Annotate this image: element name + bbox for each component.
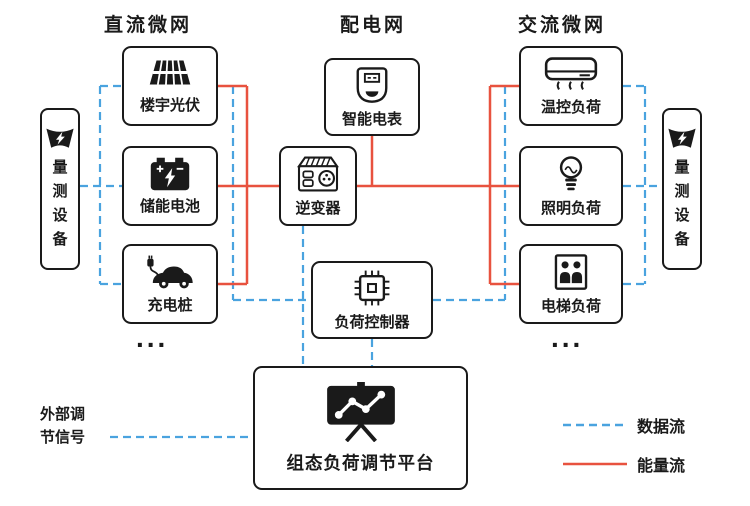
inverter-device-icon xyxy=(293,155,343,193)
legend-data-flow: 数据流 xyxy=(563,413,685,437)
air-conditioner-icon xyxy=(543,56,599,92)
node-inverter: 逆变器 xyxy=(279,146,357,226)
node-elevator-load: 电梯负荷 xyxy=(519,244,623,324)
energy-flow-lines xyxy=(218,84,519,286)
platform-label: 组态负荷调节平台 xyxy=(286,452,435,473)
battery-icon xyxy=(147,157,193,191)
building-pv-label: 楼宇光伏 xyxy=(139,96,200,114)
hvac-load-label: 温控负荷 xyxy=(540,98,601,116)
node-hvac-load: 温控负荷 xyxy=(519,46,623,126)
external-signal-line1: 外部调 xyxy=(40,406,86,423)
data-flow-line-sample xyxy=(563,423,627,427)
elevator-load-label: 电梯负荷 xyxy=(540,297,601,315)
energy-flow-line-sample xyxy=(563,462,627,466)
external-signal-line2: 节信号 xyxy=(40,428,86,446)
ev-car-plug-icon xyxy=(143,254,197,290)
node-ev-charger: 充电桩 xyxy=(122,244,218,324)
node-measurement-right: 量测设备 xyxy=(662,108,702,270)
inverter-label: 逆变器 xyxy=(295,199,341,217)
node-platform: 组态负荷调节平台 xyxy=(253,366,468,490)
data-flow-lines xyxy=(80,84,662,439)
measurement-right-label: 量测设备 xyxy=(674,159,690,248)
node-smart-meter: 智能电表 xyxy=(324,58,420,136)
elevator-people-icon xyxy=(553,253,589,291)
electric-meter-icon xyxy=(353,66,391,104)
ellipsis-left: ... xyxy=(136,322,169,353)
lighting-load-label: 照明负荷 xyxy=(540,199,601,217)
load-controller-label: 负荷控制器 xyxy=(334,313,410,331)
ellipsis-right: ... xyxy=(551,322,584,353)
node-load-controller: 负荷控制器 xyxy=(311,261,433,339)
power-gauge-icon xyxy=(44,126,76,152)
storage-battery-label: 储能电池 xyxy=(139,197,200,215)
energy-flow-label: 能量流 xyxy=(637,458,686,475)
node-lighting-load: 照明负荷 xyxy=(519,146,623,226)
section-title-ac-microgrid: 交流微网 xyxy=(518,15,607,36)
legend-energy-flow: 能量流 xyxy=(563,452,685,476)
node-measurement-left: 量测设备 xyxy=(40,108,80,270)
section-title-distribution-grid: 配电网 xyxy=(340,15,407,36)
light-bulb-icon xyxy=(554,155,588,193)
section-title-dc-microgrid: 直流微网 xyxy=(104,15,193,36)
cpu-chip-icon xyxy=(353,269,391,307)
node-storage-battery: 储能电池 xyxy=(122,146,218,226)
node-building-pv: 楼宇光伏 xyxy=(122,46,218,126)
power-gauge-icon xyxy=(666,126,698,152)
measurement-left-label: 量测设备 xyxy=(52,159,68,248)
solar-panel-icon xyxy=(146,58,194,90)
data-flow-label: 数据流 xyxy=(637,419,686,436)
external-signal-label: 外部调 节信号 xyxy=(40,404,85,449)
ev-charger-label: 充电桩 xyxy=(147,296,193,314)
chart-board-icon xyxy=(319,381,403,442)
smart-meter-label: 智能电表 xyxy=(341,110,402,128)
